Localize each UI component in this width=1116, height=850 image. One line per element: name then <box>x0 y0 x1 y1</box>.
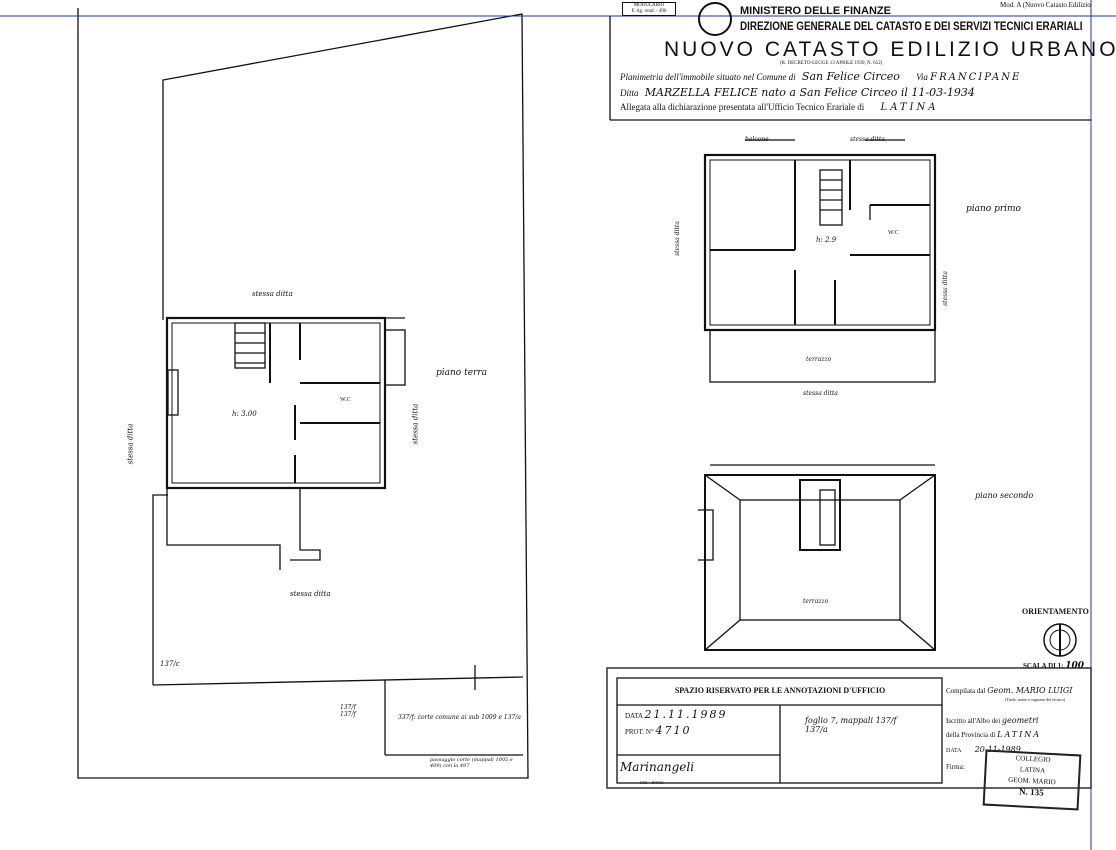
directorate-title: DIREZIONE GENERALE DEL CATASTO E DEI SER… <box>740 19 1083 33</box>
model-box: MODULARIO F. rig. rend. - 496 <box>622 2 676 16</box>
ministry-title: MINISTERO DELLE FINANZE <box>740 5 891 17</box>
note-passaggio: passaggio corte (mappali 1005 e 409) con… <box>430 757 513 769</box>
orientation-label: ORIENTAMENTO <box>1022 607 1089 616</box>
note-corte-comune: 337/f: corte comune ai sub 1009 e 137/a <box>398 714 521 721</box>
professional-stamp: COLLEGIO LATINA GEOM. MARIO N. 135 <box>982 749 1082 811</box>
via-label: Via <box>916 72 928 82</box>
office-foglio: foglio 7, mappali 137/f 137/a <box>805 716 897 734</box>
compilata-hint: (Titolo, nome e cognome del tecnico) <box>1005 697 1066 702</box>
label-mappale: 137/c <box>160 660 180 668</box>
main-title: NUOVO CATASTO EDILIZIO URBANO <box>664 38 1116 61</box>
albo-label: Iscritto all'Albo dei <box>946 717 1001 725</box>
allegata-label: Allegata alla dichiarazione presentata a… <box>620 102 865 112</box>
compiler-date-label: DATA <box>946 748 962 754</box>
label-wc-ground: W.C <box>340 397 351 403</box>
label-wc-first: W.C <box>888 230 899 236</box>
label-fp-neighbor-left: stessa ditta <box>673 221 681 256</box>
scale-label: SCALA DI 1: <box>1023 662 1064 670</box>
label-terrace-first: terrazzo <box>806 356 832 363</box>
provincia-value: LATINA <box>997 730 1042 739</box>
label-fp-neighbor-right: stessa ditta <box>941 271 949 306</box>
via-value: FRANCIPANE <box>930 72 1022 83</box>
label-second-floor: piano secondo <box>975 491 1034 500</box>
planimetria-label: Planimetria dell'immobile situato nel Co… <box>620 72 796 82</box>
office-date-value: 21.11.1989 <box>644 708 728 721</box>
ditta-value: MARZELLA FELICE nato a San Felice Circeo… <box>644 86 975 99</box>
compiler-date-value: 20-11-1989 <box>974 745 1021 754</box>
office-signature: Marinangeli <box>620 760 695 774</box>
comune-value: San Felice Circeo <box>801 70 900 83</box>
mod-label: Mod. A (Nuovo Catasto Edilizio <box>1000 1 1091 9</box>
label-height-ground: h: 3.00 <box>232 410 257 418</box>
label-balcony: balcone <box>745 136 769 143</box>
label-first-floor: piano primo <box>966 204 1021 214</box>
label-neighbor-top: stessa ditta <box>252 290 293 298</box>
ditta-label: Ditta <box>620 88 639 98</box>
label-height-first: h: 2.9 <box>816 236 837 244</box>
label-fp-neighbor-bottom: stessa ditta <box>803 390 838 397</box>
republic-emblem-icon <box>698 2 732 36</box>
firma-label: Firma: <box>946 763 965 771</box>
provincia-label: della Provincia di <box>946 731 996 739</box>
note-mappali: 137/f 137/f <box>340 704 356 718</box>
compilata-value: Geom. MARIO LUIGI <box>987 686 1073 695</box>
label-fp-neighbor-top: stessa ditta <box>850 136 885 143</box>
decree-label: (R. DECRETO-LEGGE 13 APRILE 1939, N. 652… <box>780 61 883 66</box>
compilata-label: Compilata dal <box>946 687 986 695</box>
ufficio-value: LATINA <box>880 102 939 113</box>
office-date-label: DATA <box>625 712 643 720</box>
office-prot-value: 4710 <box>655 724 692 737</box>
office-prot-label: PROT. N° <box>625 728 654 736</box>
printer-label: I.P.S. - ROMA <box>640 780 664 785</box>
label-neighbor-left: stessa ditta <box>126 423 135 465</box>
label-neighbor-right: stessa ditta <box>411 403 420 445</box>
label-terrace-second: terrazzo <box>803 598 829 605</box>
office-title: SPAZIO RISERVATO PER LE ANNOTAZIONI D'UF… <box>674 686 886 695</box>
albo-value: geometri <box>1001 716 1039 725</box>
label-neighbor-bottom: stessa ditta <box>290 590 331 598</box>
scale-value: 100 <box>1065 661 1084 671</box>
label-ground-floor: piano terra <box>436 368 487 378</box>
